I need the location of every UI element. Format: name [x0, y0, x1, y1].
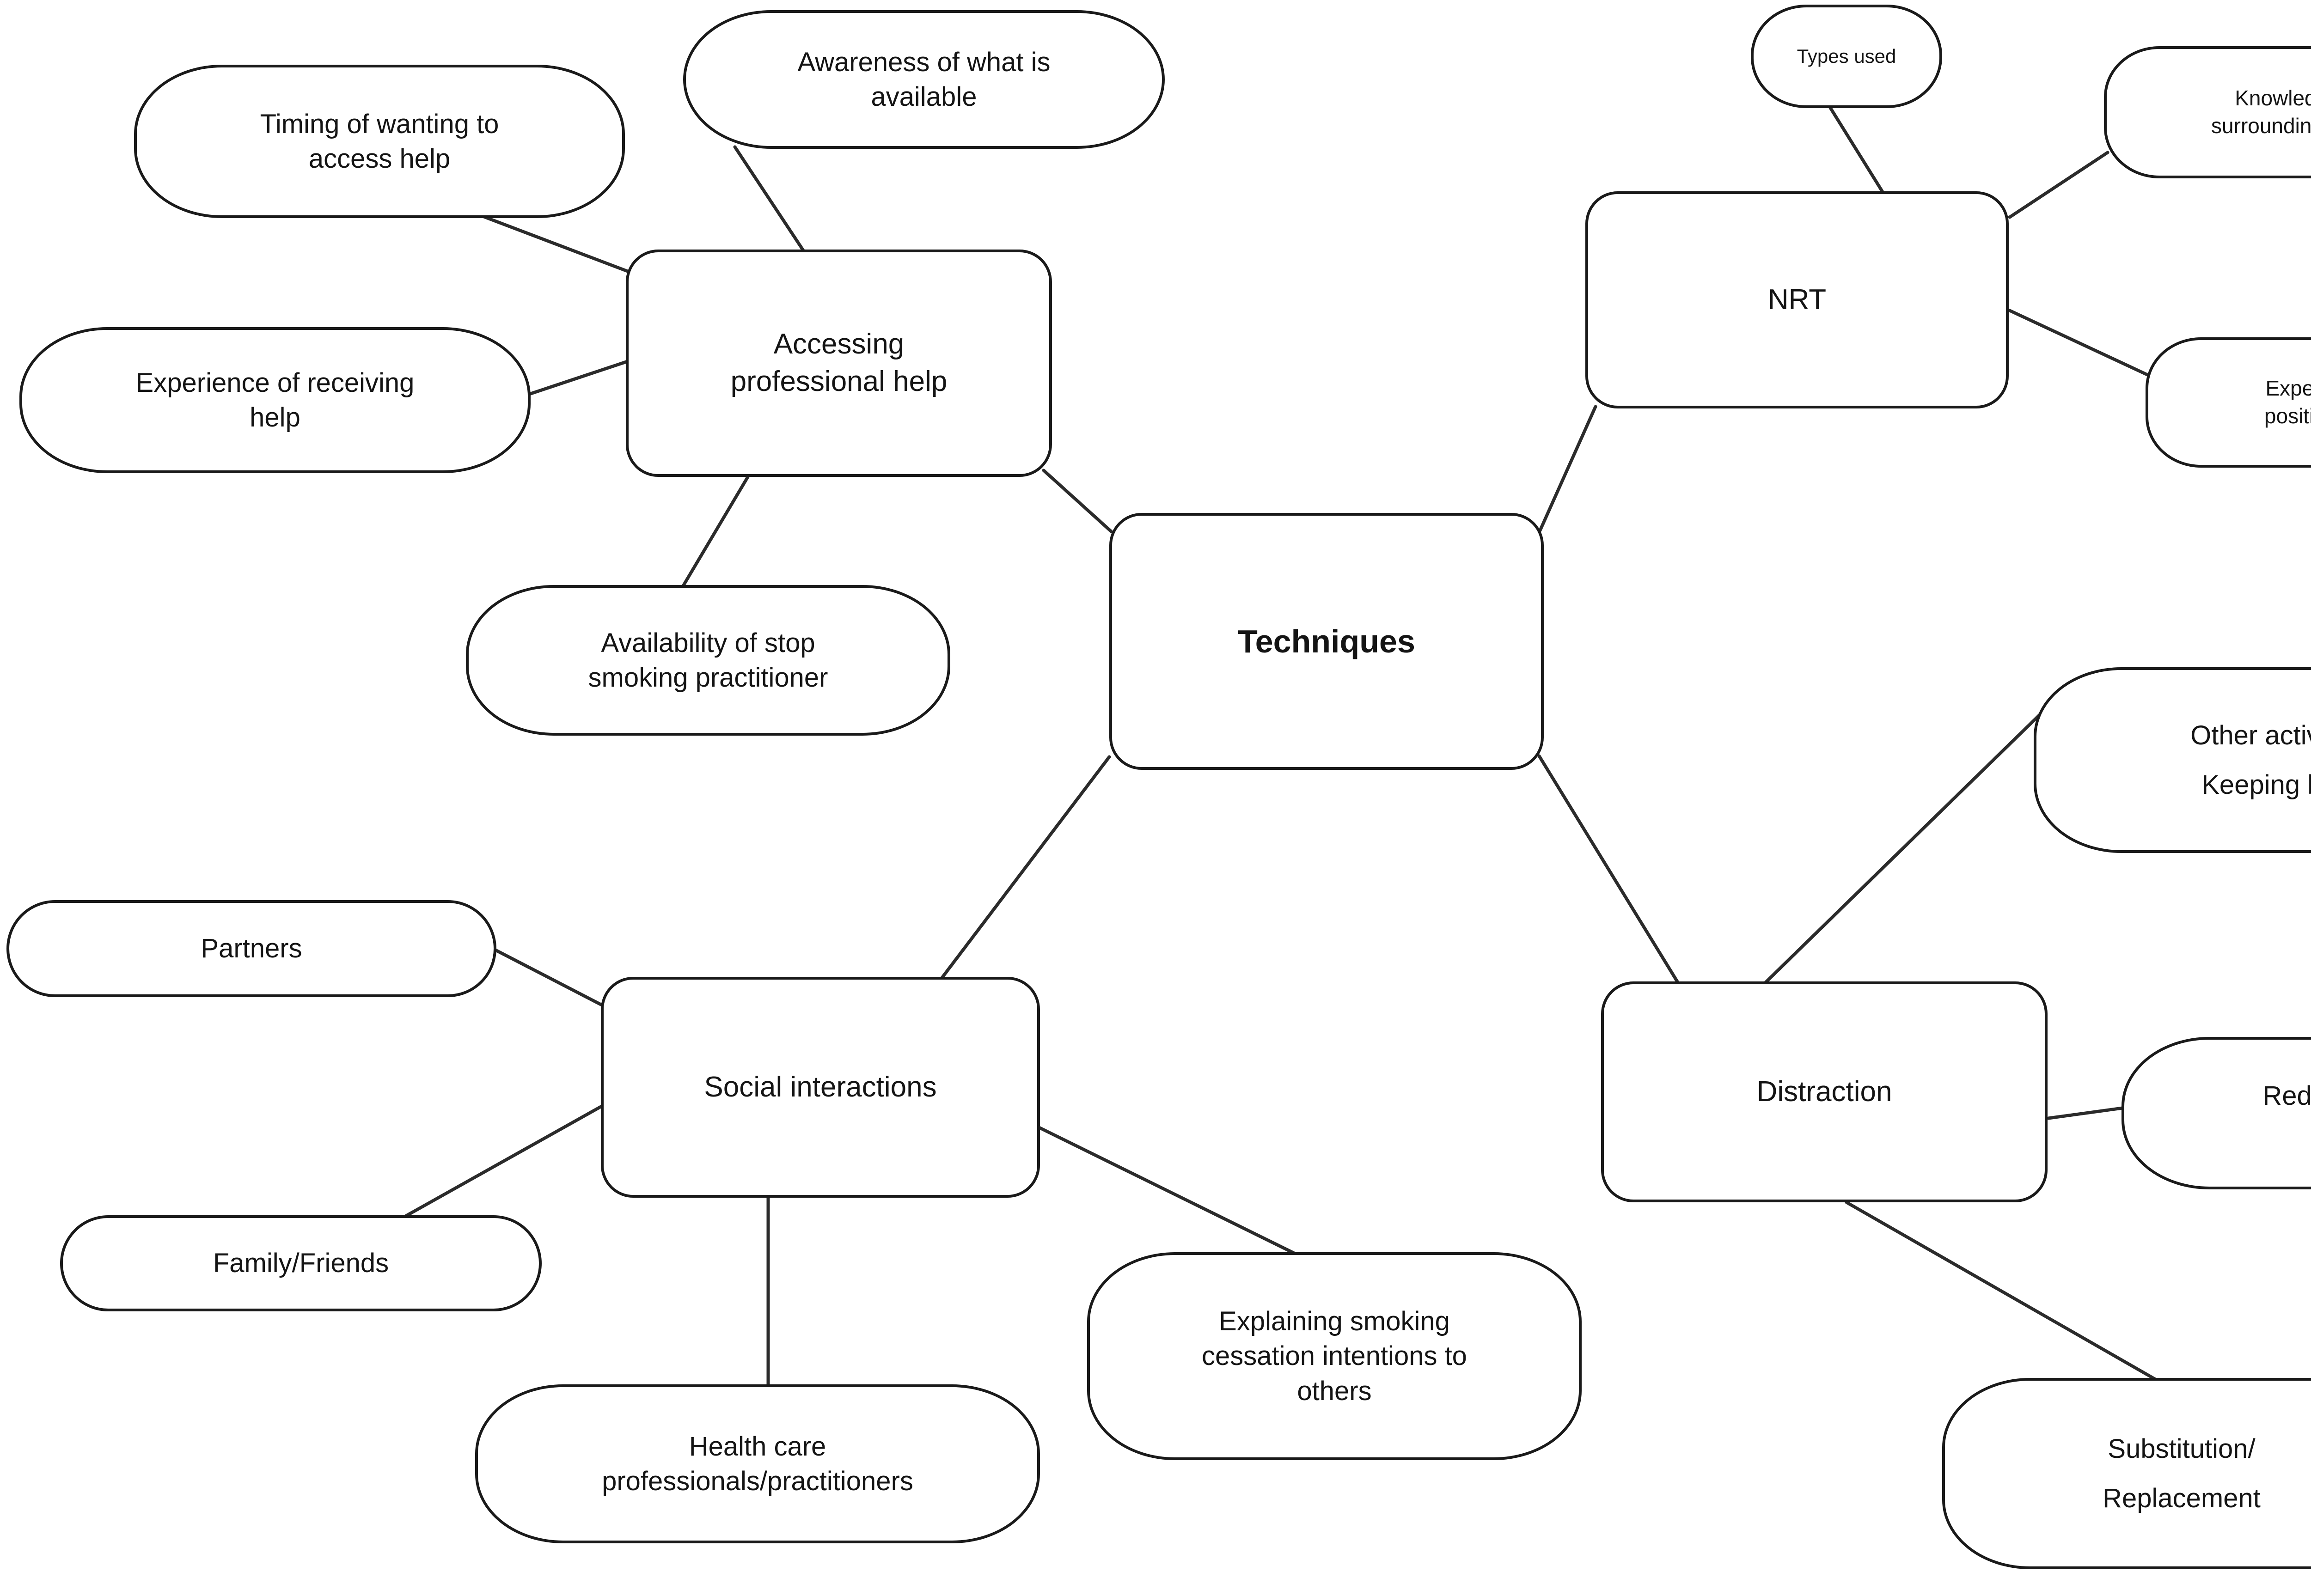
node-label: Awareness of what is available	[797, 47, 1051, 112]
node-label: Techniques	[1238, 623, 1415, 659]
node-techniques[interactable]: Techniques	[1109, 513, 1544, 770]
edge-accessing-timing	[465, 208, 645, 279]
node-label: Experience of receiving help	[135, 367, 415, 433]
node-label: Substitution/ Replacement	[1957, 1432, 2311, 1516]
node-label: Partners	[201, 933, 302, 964]
edge-techniques-distraction	[1537, 754, 1680, 984]
node-label: Experience of use/ positive & negative	[2264, 376, 2311, 428]
node-experience-of-receiving-help[interactable]: Experience of receiving help	[19, 327, 531, 473]
node-label: Timing of wanting to access help	[260, 109, 499, 174]
node-label: Health care professionals/practitioners	[602, 1431, 913, 1496]
line-gap	[2048, 753, 2311, 768]
node-reduced-access-to-cigarettes[interactable]: Reduced access to cigarettes	[2121, 1037, 2311, 1189]
node-other-activities-keeping-busy[interactable]: Other activities/ Keeping busy	[2034, 667, 2311, 853]
node-substitution-replacement[interactable]: Substitution/ Replacement	[1942, 1378, 2311, 1569]
node-label: Other activities/ Keeping busy	[2048, 718, 2311, 803]
edge-social-explaining	[1037, 1126, 1296, 1255]
node-label: Family/Friends	[213, 1248, 389, 1279]
line-gap	[1957, 1466, 2311, 1481]
edge-techniques-social	[939, 755, 1111, 981]
edge-nrt-types-used	[1828, 104, 1886, 196]
node-timing-of-wanting-to-access-help[interactable]: Timing of wanting to access help	[134, 65, 625, 218]
node-label: Reduced access to cigarettes	[2262, 1080, 2311, 1111]
node-nrt[interactable]: NRT	[1585, 191, 2009, 408]
edge-techniques-nrt	[1538, 405, 1597, 532]
node-experience-of-use-positive-negative[interactable]: Experience of use/ positive & negative	[2146, 337, 2311, 468]
node-label: Accessing professional help	[730, 328, 948, 397]
node-partners[interactable]: Partners	[6, 900, 496, 997]
edge-distraction-reduced-access	[2047, 1106, 2124, 1120]
edge-nrt-knowledge	[2008, 151, 2109, 219]
node-label: Knowledge surrounding use	[2211, 86, 2311, 138]
node-types-used[interactable]: Types used	[1751, 5, 1942, 108]
node-label: NRT	[1767, 283, 1827, 316]
node-social-interactions[interactable]: Social interactions	[601, 977, 1040, 1198]
edge-nrt-experience-use	[2008, 309, 2150, 377]
edge-accessing-awareness	[733, 145, 806, 254]
node-label: Types used	[1797, 45, 1896, 67]
edge-social-family-friends	[400, 1105, 603, 1220]
node-availability-of-stop-smoking-practitioner[interactable]: Availability of stop smoking practitione…	[466, 585, 950, 736]
node-label: Distraction	[1756, 1075, 1892, 1108]
node-accessing-professional-help[interactable]: Accessing professional help	[626, 250, 1052, 477]
node-knowledge-surrounding-use[interactable]: Knowledge surrounding use	[2104, 46, 2311, 178]
edge-distraction-substitution	[1845, 1200, 2161, 1383]
node-label: Social interactions	[704, 1071, 937, 1103]
node-family-friends[interactable]: Family/Friends	[60, 1215, 542, 1311]
node-health-care-professionals-practitioners[interactable]: Health care professionals/practitioners	[475, 1384, 1040, 1543]
edge-accessing-experience-receiving	[515, 359, 630, 400]
edge-techniques-accessing	[1042, 469, 1113, 533]
node-awareness-of-what-is-available[interactable]: Awareness of what is available	[683, 10, 1165, 149]
edge-social-partners	[494, 948, 604, 1007]
node-label: Availability of stop smoking practitione…	[588, 627, 828, 693]
node-label: Explaining smoking cessation intentions …	[1202, 1306, 1467, 1406]
node-distraction[interactable]: Distraction	[1601, 981, 2048, 1202]
edge-accessing-availability	[681, 475, 750, 588]
node-explaining-smoking-cessation-intentions-to-others[interactable]: Explaining smoking cessation intentions …	[1087, 1252, 1582, 1460]
edge-distraction-other-activities	[1764, 710, 2045, 984]
